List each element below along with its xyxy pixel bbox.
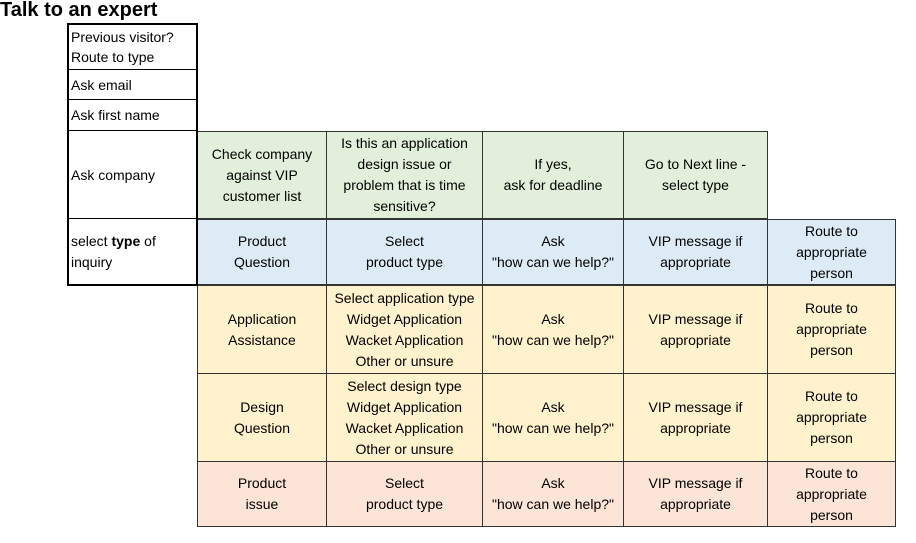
- time-sensitive-cell: Is this an application design issue or p…: [326, 131, 483, 219]
- check-vip-cell: Check company against VIP customer list: [197, 131, 327, 219]
- application-assistance-ask: Ask "how can we help?": [482, 285, 624, 374]
- product-question-ask: Ask "how can we help?": [482, 219, 624, 285]
- design-question-ask: Ask "how can we help?": [482, 373, 624, 462]
- left-column-border-bottom: [67, 284, 198, 286]
- design-question-type: Design Question: [197, 373, 327, 462]
- select-type-suffix: of inquiry: [71, 233, 156, 270]
- left-column-border-left: [67, 23, 69, 286]
- next-line-cell: Go to Next line - select type: [623, 131, 768, 219]
- page-title: Talk to an expert: [0, 0, 158, 21]
- step-previous-visitor: Previous visitor? Route to type: [71, 29, 174, 65]
- left-column-border-top: [67, 23, 198, 25]
- application-assistance-select: Select application type Widget Applicati…: [326, 285, 483, 374]
- application-assistance-type: Application Assistance: [197, 285, 327, 374]
- product-question-vip: VIP message if appropriate: [623, 219, 768, 285]
- product-question-type: Product Question: [197, 219, 327, 285]
- product-question-select: Select product type: [326, 219, 483, 285]
- select-type-label: select type of inquiry: [71, 231, 156, 273]
- product-issue-select: Select product type: [326, 461, 483, 527]
- design-question-vip: VIP message if appropriate: [623, 373, 768, 462]
- step-ask-first-name: Ask first name: [71, 107, 160, 123]
- left-column-divider: [68, 99, 197, 100]
- product-issue-vip: VIP message if appropriate: [623, 461, 768, 527]
- product-question-route: Route to appropriate person: [767, 219, 896, 285]
- application-assistance-route: Route to appropriate person: [767, 285, 896, 374]
- step-ask-company: Ask company: [71, 166, 156, 183]
- design-question-select: Select design type Widget Application Wa…: [326, 373, 483, 462]
- deadline-cell: If yes, ask for deadline: [482, 131, 624, 219]
- product-issue-route: Route to appropriate person: [767, 461, 896, 527]
- left-column-divider: [68, 218, 197, 219]
- design-question-route: Route to appropriate person: [767, 373, 896, 462]
- select-type-prefix: select: [71, 233, 112, 249]
- product-issue-type: Product issue: [197, 461, 327, 527]
- left-column-divider: [68, 130, 197, 131]
- step-select-type: select type of inquiry: [68, 219, 197, 285]
- application-assistance-vip: VIP message if appropriate: [623, 285, 768, 374]
- product-issue-ask: Ask "how can we help?": [482, 461, 624, 527]
- select-type-bold: type: [111, 233, 141, 249]
- left-column-divider: [68, 69, 197, 70]
- step-ask-email: Ask email: [71, 76, 132, 93]
- left-column-border-right: [196, 23, 198, 286]
